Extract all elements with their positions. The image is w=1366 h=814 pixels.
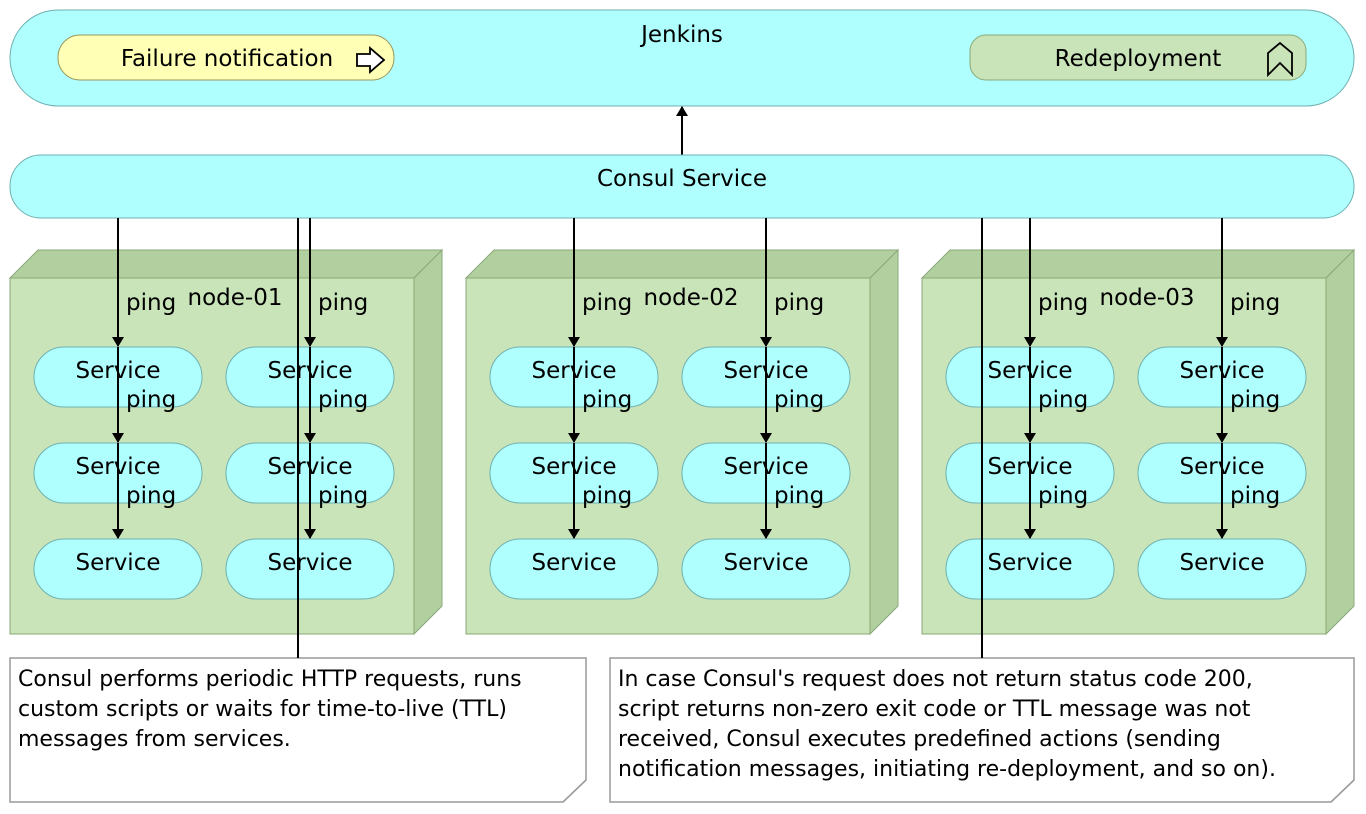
service-component: Service [33,538,203,600]
note-left-line: custom scripts or waits for time-to-live… [18,697,507,722]
ping-label: ping [1038,290,1088,316]
service-component: Service [225,538,395,600]
ping-label: ping [774,483,824,509]
ping-label: ping [126,483,176,509]
ping-label: ping [126,387,176,413]
service-label: Service [723,550,808,576]
ping-label: ping [318,387,368,413]
node-top-face [8,249,444,279]
ping-label: ping [774,290,824,316]
ping-label: ping [1038,483,1088,509]
service-label: Service [531,550,616,576]
consul-service-container: Consul Service [9,154,1355,219]
service-component: Service [489,538,659,600]
note-left-line: Consul performs periodic HTTP requests, … [18,667,522,692]
node-top-face [464,249,900,279]
service-label: Service [267,550,352,576]
node-name: node-01 [188,285,283,311]
node-3: node-03ServiceServiceServicepingpingping… [920,218,1356,636]
ping-label: ping [582,387,632,413]
service-component: Service [945,538,1115,600]
node-name: node-03 [1100,285,1195,311]
node-side-face [869,248,899,636]
note-right-line: received, Consul executes predefined act… [618,727,1221,752]
node-side-face [413,248,443,636]
service-label: Service [987,550,1072,576]
node-name: node-02 [644,285,739,311]
ping-label: ping [1230,483,1280,509]
jenkins-title: Jenkins [639,22,723,48]
note-left-text: Consul performs periodic HTTP requests, … [18,665,568,755]
ping-label: ping [582,483,632,509]
redeployment-process: Redeployment [969,34,1307,81]
ping-label: ping [582,290,632,316]
consul-title: Consul Service [597,166,767,192]
note-right-box [609,657,1355,803]
note-right-line: notification messages, initiating re-dep… [618,757,1276,782]
function-chevron-icon [1267,41,1293,78]
note-left-box [9,657,587,803]
service-component: Service [681,538,851,600]
note-right-line: script returns non-zero exit code or TTL… [618,697,1251,722]
service-label: Service [75,550,160,576]
node-side-face [1325,248,1355,636]
note-right-line: In case Consul's request does not return… [618,667,1253,692]
failure-notification-label: Failure notification [121,46,333,72]
node-top-face [920,249,1356,279]
node-2: node-02ServiceServiceServicepingpingping… [464,218,900,636]
node-1: node-01ServiceServiceServicepingpingping… [8,218,444,636]
failure-notification-event: Failure notification [57,34,395,81]
ping-label: ping [1038,387,1088,413]
ping-label: ping [1230,290,1280,316]
service-component: Service [1137,538,1307,600]
ping-label: ping [318,483,368,509]
note-left-line: messages from services. [18,727,291,752]
event-arrow-icon [356,46,386,74]
jenkins-container: Jenkins Failure notification Redeploymen… [9,9,1355,107]
note-right-text: In case Consul's request does not return… [618,665,1346,785]
ping-label: ping [774,387,824,413]
redeployment-label: Redeployment [1055,46,1222,72]
service-label: Service [1179,550,1264,576]
ping-label: ping [1230,387,1280,413]
ping-label: ping [318,290,368,316]
ping-label: ping [126,290,176,316]
